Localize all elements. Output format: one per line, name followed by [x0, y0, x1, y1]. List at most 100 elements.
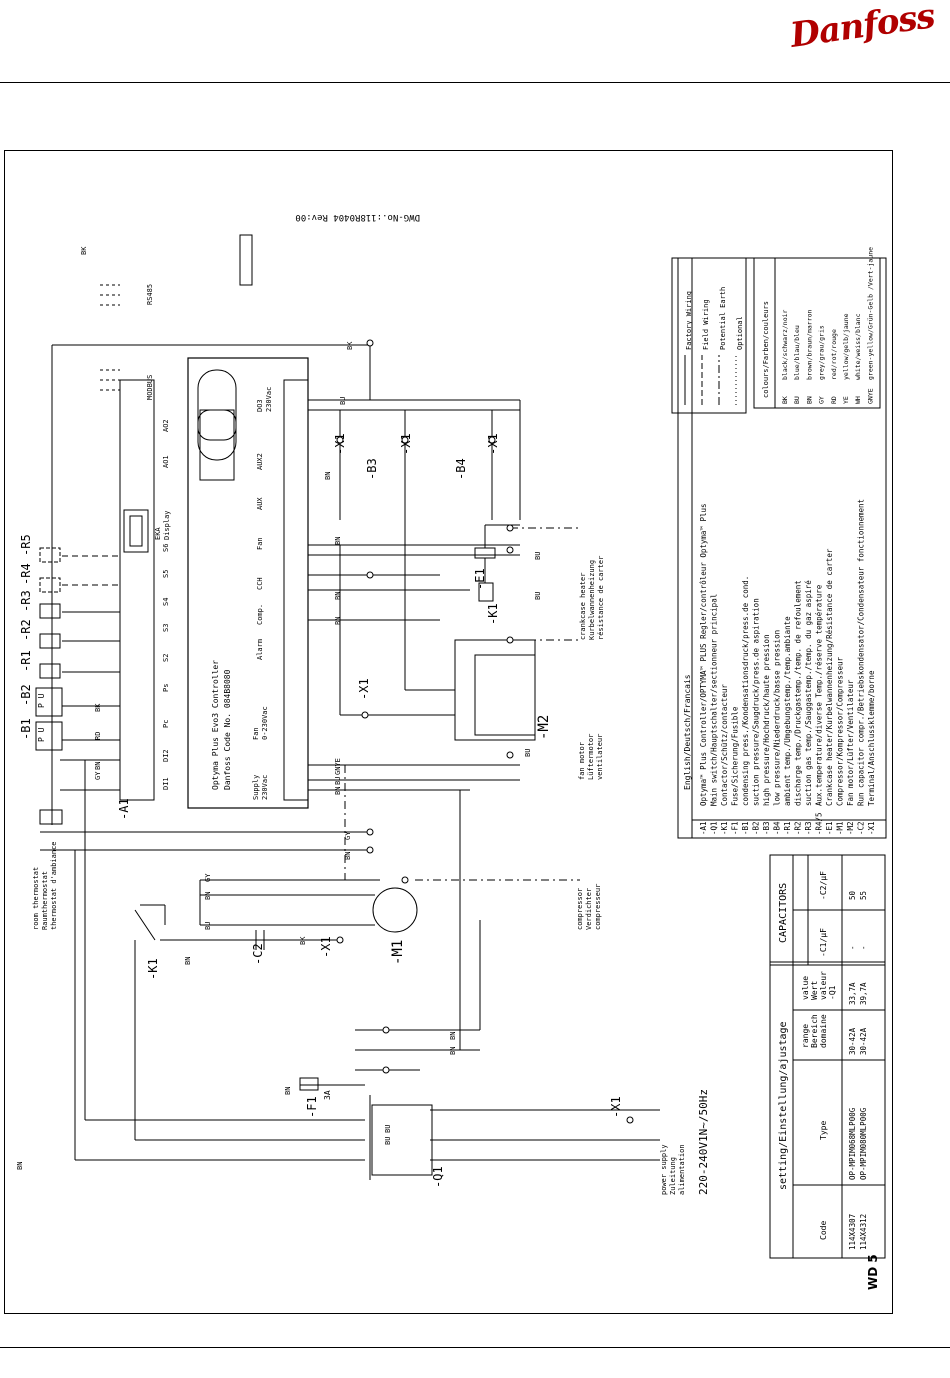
terminal-label: DI2	[162, 749, 170, 762]
drawing-frame	[4, 150, 893, 1314]
settings-cell: 33,7A	[848, 982, 857, 1005]
legend-description: condensing press./Kondensationsdruck/pre…	[741, 576, 750, 806]
settings-header: Type	[819, 1121, 828, 1140]
settings-cell: 114X4312	[859, 1214, 868, 1250]
terminal-label: S5	[162, 570, 170, 578]
settings-cell: -	[848, 945, 857, 950]
colour-code: BN	[805, 396, 813, 404]
svg-text:BN: BN	[334, 787, 342, 795]
svg-text:Lüftermotor: Lüftermotor	[587, 734, 595, 780]
label-b4: -B4	[454, 458, 468, 480]
svg-text:colours/Farben/couleurs: colours/Farben/couleurs	[762, 301, 770, 398]
svg-text:GY: GY	[344, 831, 352, 840]
svg-text:BN: BN	[204, 892, 212, 900]
controller-a1: Optyma Plus Evo3 Controller Danfoss Code…	[119, 234, 309, 809]
label-r2: -R2	[19, 619, 33, 641]
label-x1-15: -X1	[486, 433, 500, 455]
room-thermostat	[39, 809, 63, 825]
terminal-label: S4	[162, 598, 170, 606]
svg-text:Verdichter: Verdichter	[585, 888, 593, 930]
legend-code: -M2	[846, 821, 855, 835]
svg-text:P U: P U	[37, 693, 46, 708]
settings-header: valeur	[819, 971, 828, 1000]
legend-description: Main switch/Hauptschalter/sectionneur pr…	[710, 594, 719, 806]
svg-text:alimentation: alimentation	[678, 1144, 686, 1195]
colour-code: GY	[818, 396, 826, 404]
legend-description: Fuse/Sicherung/Fusible	[731, 706, 740, 806]
settings-cell: -	[859, 945, 868, 950]
terminal-label: AUX	[256, 497, 264, 510]
svg-text:BU: BU	[204, 922, 212, 930]
legend-code: -B4	[773, 821, 782, 835]
settings-table: setting/Einstellung/ajustage CAPACITORS …	[769, 854, 886, 1259]
settings-header: Wert	[810, 981, 819, 1000]
legend-code: -R4/5	[815, 812, 824, 835]
colour-code: BU	[793, 396, 801, 404]
fan-range: 0-230Vac	[261, 706, 269, 740]
label-c2: -C2	[251, 943, 265, 965]
terminal-label: S6	[162, 544, 170, 552]
settings-cell: 39,7A	[859, 982, 868, 1005]
rs485-label: RS485	[146, 284, 154, 305]
legend-description: Crankcase heater/Kurbelwannenheizung/Rés…	[825, 548, 834, 806]
colour-description: brown/braun/marron	[805, 309, 813, 380]
settings-header: -Q1	[828, 985, 837, 1000]
settings-header: domaine	[819, 1014, 828, 1048]
colour-code: WH	[854, 396, 862, 404]
do3-label: DO3	[256, 399, 264, 412]
settings-cell: 30-42A	[859, 1027, 868, 1055]
footer-rule	[0, 1347, 950, 1348]
legend-code: -R2	[794, 821, 803, 835]
terminal-label: Comp.	[256, 604, 264, 625]
svg-text:BN: BN	[334, 537, 342, 545]
terminal-label: Fan	[256, 537, 264, 550]
svg-text:BU: BU	[334, 777, 342, 785]
svg-text:BK: BK	[80, 246, 88, 255]
wires	[40, 284, 660, 1180]
svg-text:GY: GY	[204, 873, 212, 882]
label-x1-20: -X1	[399, 433, 413, 455]
svg-text:Kurbelwannenheizung: Kurbelwannenheizung	[588, 560, 596, 640]
settings-cell: OP-MPIM080MLP00G	[859, 1107, 868, 1180]
colour-description: grey/grau/gris	[818, 325, 826, 380]
legend-description: discharge temp./Druckgastemp./temp. de r…	[794, 580, 803, 806]
legend-code: -B1	[741, 821, 750, 835]
svg-text:BN: BN	[334, 617, 342, 625]
legend-code: -E1	[825, 821, 834, 835]
label-b1: -B1	[19, 718, 33, 740]
legend-description: Compressor/Kompressor/Compresseur	[836, 657, 845, 806]
settings-header: -C2/µF	[819, 871, 828, 900]
label-k1-coil: -K1	[486, 603, 500, 625]
svg-text:BU: BU	[339, 397, 347, 405]
legend-description: Aux.temperature/diverse Temp./réserve te…	[815, 584, 824, 806]
settings-cell: 50	[848, 890, 857, 900]
svg-text:BK: BK	[94, 703, 102, 712]
thermistor-sensor	[39, 603, 61, 619]
legend-code: -X1	[867, 821, 876, 835]
svg-text:BK: BK	[346, 341, 354, 350]
legend-code: -R3	[804, 821, 813, 835]
wiring-legend-item: Field Wiring	[702, 299, 710, 350]
controller-code: Danfoss Code No. 084B8080	[223, 669, 232, 790]
settings-cell: 30-42A	[848, 1027, 857, 1055]
thermistor-sensor	[39, 547, 61, 563]
settings-header: -C1/µF	[819, 928, 828, 957]
svg-text:220-240V1N~/50Hz: 220-240V1N~/50Hz	[697, 1089, 710, 1195]
svg-text:BU: BU	[534, 592, 542, 600]
colour-description: blue/blau/bleu	[793, 325, 801, 380]
label-r4: -R4	[19, 563, 33, 585]
fan-label: Fan	[252, 727, 260, 740]
thermistor-sensor	[39, 577, 61, 593]
svg-text:power supply: power supply	[660, 1144, 668, 1195]
legend-header: English/Deutsch/Francais	[683, 674, 692, 790]
svg-text:BN: BN	[344, 852, 352, 860]
svg-text:GNYE: GNYE	[334, 758, 342, 775]
legend-code: -F1	[731, 821, 740, 835]
legend-description: high pressure/Hochdruck/haute pression	[762, 634, 771, 806]
svg-text:BU: BU	[384, 1137, 392, 1145]
colour-code: YE	[842, 396, 850, 404]
label-f1: -F1	[305, 1096, 319, 1118]
svg-text:GY: GY	[94, 771, 102, 780]
